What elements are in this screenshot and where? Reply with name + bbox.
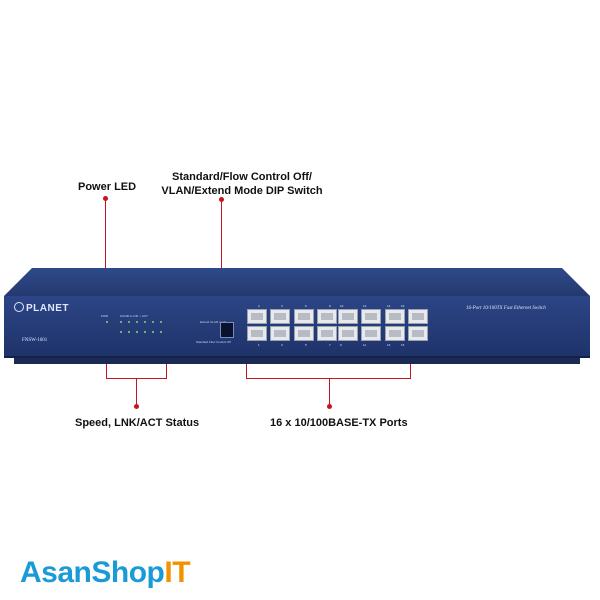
status-callout-dot [134,404,139,409]
status-led [128,321,130,323]
model-label: FNSW-1601 [22,338,48,343]
status-led [136,331,138,333]
dip-switch-callout: Standard/Flow Control Off/ VLAN/Extend M… [152,170,332,198]
ethernet-port[interactable] [408,326,428,341]
port-number: 10 [340,304,344,308]
dip-switch-callout-dot [219,197,224,202]
ethernet-port[interactable] [338,326,358,341]
ports-leader-line [329,378,330,406]
port-number: 7 [329,343,331,347]
ports-bracket-bottom [246,378,411,379]
status-led-callout: Speed, LNK/ACT Status [75,417,200,429]
ethernet-port[interactable] [385,326,405,341]
status-led [144,331,146,333]
port-number: 9 [340,343,342,347]
ethernet-port[interactable] [408,309,428,324]
port-number: 8 [329,304,331,308]
dip-switch[interactable] [220,322,234,338]
port-number: 4 [281,304,283,308]
status-led [160,331,162,333]
ethernet-port[interactable] [317,309,337,324]
ports-bracket-left [246,355,247,378]
ports-bracket-right [410,355,411,378]
ethernet-port[interactable] [385,309,405,324]
dip-switch-label-bottom: Standard Flow Control Off [196,340,231,344]
ethernet-port[interactable] [294,326,314,341]
dip-switch-callout-line1: Standard/Flow Control Off/ [172,171,312,183]
status-led-label: 10/100 ● LNK ○ ACT [120,314,148,318]
status-led [128,331,130,333]
port-number: 5 [305,343,307,347]
port-number: 16 [401,304,405,308]
status-led [136,321,138,323]
ethernet-port[interactable] [294,309,314,324]
dip-switch-callout-line2: VLAN/Extend Mode DIP Switch [161,185,323,197]
status-led [152,321,154,323]
port-number: 1 [258,343,260,347]
switch-base [14,358,580,364]
power-led-leader-line [105,199,106,314]
dip-switch-leader-line [221,200,222,322]
planet-logo-text: PLANET [26,303,69,314]
ethernet-port[interactable] [247,326,267,341]
power-led-label: PWR [101,314,108,318]
power-led [106,321,108,323]
ethernet-port[interactable] [317,326,337,341]
ethernet-port[interactable] [361,326,381,341]
port-number: 3 [281,343,283,347]
ethernet-port[interactable] [247,309,267,324]
power-led-callout-dot [103,196,108,201]
ports-callout-dot [327,404,332,409]
asanshop-watermark: AsanShopIT [20,556,191,590]
port-number: 11 [363,343,367,347]
dip-switch-label-top: Extend VLAN mode [200,320,227,324]
status-bracket-left [106,355,107,378]
planet-logo: PLANET [14,302,69,314]
status-led [152,331,154,333]
ports-callout: 16 x 10/100BASE-TX Ports [270,417,408,429]
ethernet-port[interactable] [270,326,290,341]
ethernet-port[interactable] [338,309,358,324]
status-leader-line [136,378,137,406]
port-number: 15 [401,343,405,347]
watermark-text-main: AsanShop [20,556,165,589]
watermark-text-it: IT [164,556,191,589]
port-number: 14 [387,304,391,308]
status-bracket-right [166,355,167,378]
product-description: 16-Port 10/100TX Fast Ethernet Switch [466,306,546,311]
status-led [120,331,122,333]
planet-logo-icon [14,302,24,312]
port-number: 13 [387,343,391,347]
power-led-callout: Power LED [78,181,137,193]
ethernet-port[interactable] [361,309,381,324]
port-number: 12 [363,304,367,308]
status-led [144,321,146,323]
port-number: 2 [258,304,260,308]
status-led [160,321,162,323]
port-number: 6 [305,304,307,308]
status-led [120,321,122,323]
ethernet-port[interactable] [270,309,290,324]
switch-top-panel [4,268,590,296]
